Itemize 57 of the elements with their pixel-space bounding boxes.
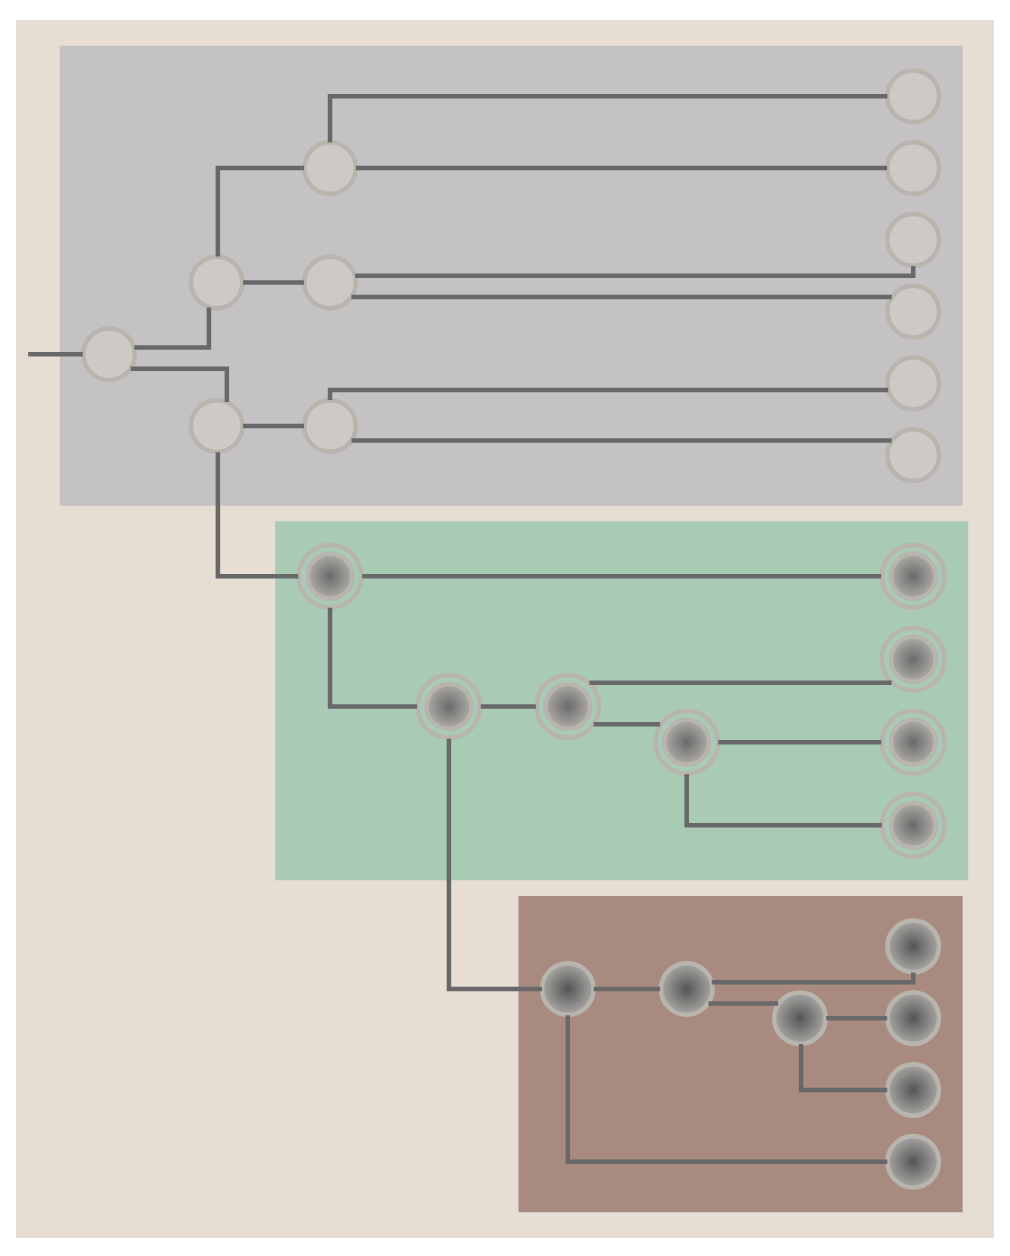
node-circle bbox=[539, 959, 596, 1017]
node-circle bbox=[296, 541, 364, 609]
node-circle bbox=[885, 1060, 942, 1117]
node-circle bbox=[885, 426, 942, 483]
node-circle bbox=[885, 989, 942, 1046]
connector bbox=[826, 1014, 888, 1020]
connector bbox=[593, 721, 661, 726]
connector bbox=[327, 93, 888, 142]
node-circle bbox=[879, 790, 947, 858]
cluster bbox=[518, 894, 963, 1212]
node-circle bbox=[188, 396, 245, 454]
node-circle bbox=[885, 354, 942, 411]
node-circle bbox=[885, 210, 942, 267]
node-circle bbox=[534, 671, 602, 740]
connector bbox=[355, 164, 888, 170]
connector bbox=[134, 306, 212, 349]
node-circle bbox=[885, 1132, 942, 1189]
connector bbox=[593, 985, 661, 991]
connector bbox=[351, 437, 892, 442]
node-circle bbox=[658, 959, 715, 1017]
node-circle bbox=[302, 253, 359, 310]
node-circle bbox=[879, 541, 947, 609]
connector bbox=[711, 971, 916, 984]
connector bbox=[351, 293, 892, 299]
connector bbox=[798, 1043, 888, 1092]
connector bbox=[327, 606, 418, 708]
node-circle bbox=[879, 707, 947, 775]
connector bbox=[684, 773, 882, 827]
node-circle bbox=[302, 396, 359, 454]
connector bbox=[28, 350, 83, 356]
cluster bbox=[275, 520, 969, 880]
connector bbox=[480, 703, 536, 708]
node-circle bbox=[81, 325, 138, 382]
node-circle bbox=[885, 139, 942, 196]
cluster bbox=[59, 44, 963, 505]
connector bbox=[446, 737, 542, 991]
node-circle bbox=[188, 253, 245, 310]
connector bbox=[565, 1014, 888, 1163]
connector bbox=[362, 573, 882, 578]
connector bbox=[215, 451, 299, 578]
node-circle bbox=[771, 989, 828, 1046]
node-circle bbox=[885, 67, 942, 124]
node-circle bbox=[885, 917, 942, 974]
node-circle bbox=[885, 282, 942, 339]
connector bbox=[708, 1000, 779, 1005]
connector bbox=[243, 422, 304, 428]
node-circle bbox=[653, 707, 721, 775]
connector bbox=[355, 264, 916, 277]
node-circle bbox=[879, 624, 947, 692]
node-circle bbox=[415, 671, 483, 740]
connector bbox=[215, 164, 304, 256]
connector bbox=[243, 279, 304, 284]
node-circle bbox=[302, 139, 359, 196]
connector bbox=[327, 386, 889, 399]
connector bbox=[718, 739, 882, 744]
connector bbox=[130, 365, 230, 402]
connector bbox=[589, 679, 892, 685]
